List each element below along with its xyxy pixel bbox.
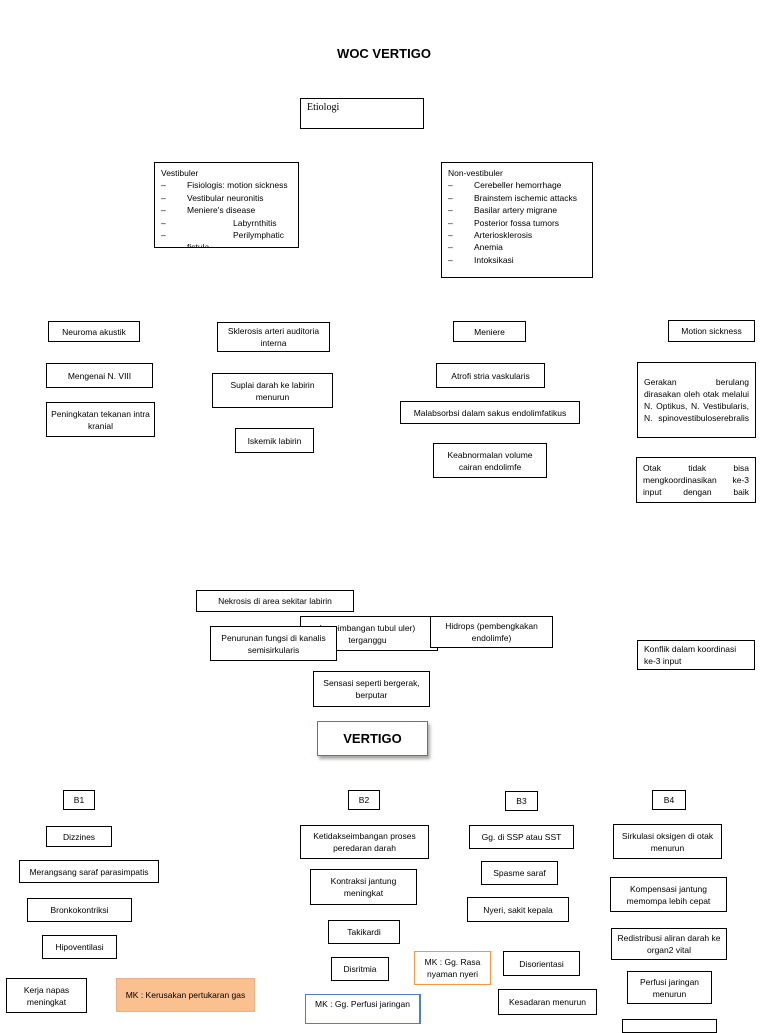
bronkokontriksi-box: Bronkokontriksi [27,898,132,922]
non-vestibuler-item: Anemia [448,241,586,254]
vestibuler-box: Vestibuler Fisiologis: motion sickness V… [154,162,299,248]
vertigo-box: VERTIGO [317,721,428,756]
disorientasi-box: Disorientasi [503,951,580,976]
otak-koordinasi-box: Otak tidak bisa mengkoordinasikan ke-3 i… [636,457,756,503]
non-vestibuler-item: Brainstem ischemic attacks [448,192,586,205]
kesadaran-menurun-box: Kesadaran menurun [498,989,597,1015]
malabsorbsi-box: Malabsorbsi dalam sakus endolimfatikus [400,401,580,424]
vestibuler-heading: Vestibuler [161,168,199,178]
mk-gg-rasa-nyaman-box: MK : Gg. Rasa nyaman nyeri [414,951,491,985]
peningkatan-tekanan-box: Peningkatan tekanan intra kranial [46,402,155,437]
b2-label: B2 [348,790,380,810]
sensasi-box: Sensasi seperti bergerak, berputar [313,671,430,707]
takikardi-box: Takikardi [328,920,400,944]
non-vestibuler-item: Cerebeller hemorrhage [448,179,586,192]
motion-sickness-box: Motion sickness [668,320,755,342]
kerja-napas-box: Kerja napas meningkat [6,978,87,1013]
gg-ssp-box: Gg. di SSP atau SST [469,825,574,849]
kontraksi-jantung-box: Kontraksi jantung meningkat [310,869,417,905]
b3-label: B3 [505,791,538,811]
konflik-koordinasi-box: Konflik dalam koordinasi ke-3 input [637,640,755,670]
non-vestibuler-item: Basilar artery migrane [448,204,586,217]
redistribusi-aliran-box: Redistribusi aliran darah ke organ2 vita… [611,928,727,960]
kompensasi-jantung-box: Kompensasi jantung memompa lebih cepat [610,877,727,912]
iskemik-labirin-box: Iskemik labirin [235,428,314,453]
vestibuler-item: fistula [161,241,292,247]
disritmia-box: Disritmia [331,957,389,981]
non-vestibuler-item: Arteriosklerosis [448,229,586,242]
meniere-box: Meniere [453,321,526,342]
spasme-saraf-box: Spasme saraf [481,861,558,885]
etiologi-box: Etiologi [300,98,424,129]
vestibuler-item: Fisiologis: motion sickness [161,179,292,192]
non-vestibuler-heading: Non-vestibuler [448,168,503,178]
mk-gg-perfusi-jaringan-box: MK : Gg. Perfusi jaringan [305,994,421,1024]
hidrops-box: Hidrops (pembengkakan endolimfe) [430,616,553,648]
penurunan-fungsi-box: Penurunan fungsi di kanalis semisirkular… [210,626,337,661]
neuroma-akustik-box: Neuroma akustik [48,321,140,342]
non-vestibuler-box: Non-vestibuler Cerebeller hemorrhage Bra… [441,162,593,278]
vestibuler-item: Labyrnthitis [161,217,292,230]
merangsang-saraf-box: Merangsang saraf parasimpatis [19,860,159,883]
atrofi-stria-box: Atrofi stria vaskularis [436,363,545,388]
non-vestibuler-item: Intoksikasi [448,254,586,267]
vestibuler-item: Vestibular neuronitis [161,192,292,205]
gerakan-berulang-box: Gerakan berulang dirasakan oleh otak mel… [637,362,756,438]
vestibuler-item: Meniere's disease [161,204,292,217]
ketidakseimbangan-box: Ketidakseimbangan proses peredaran darah [300,825,429,859]
perfusi-jaringan-menurun-box: Perfusi jaringan menurun [627,971,712,1004]
sklerosis-arteri-box: Sklerosis arteri auditoria interna [217,322,330,352]
non-vestibuler-item: Posterior fossa tumors [448,217,586,230]
nyeri-sakit-kepala-box: Nyeri, sakit kepala [467,897,569,922]
hipoventilasi-box: Hipoventilasi [42,935,117,959]
mk-kerusakan-pertukaran-gas-box: MK : Kerusakan pertukaran gas [116,978,255,1012]
mengenai-n8-box: Mengenai N. VIII [46,363,153,388]
vestibuler-item: Perilymphatic [161,229,292,242]
diagram-title: WOC VERTIGO [337,46,431,61]
suplai-darah-box: Suplai darah ke labirin menurun [212,373,333,408]
sirkulasi-oksigen-box: Sirkulasi oksigen di otak menurun [613,824,722,859]
b4-label: B4 [652,790,686,810]
b4-next-box [622,1019,717,1033]
nekrosis-box: Nekrosis di area sekitar labirin [196,590,354,612]
b1-label: B1 [63,790,95,810]
keabnormalan-volume-box: Keabnormalan volume cairan endolimfe [433,443,547,478]
dizzines-box: Dizzines [46,826,112,847]
